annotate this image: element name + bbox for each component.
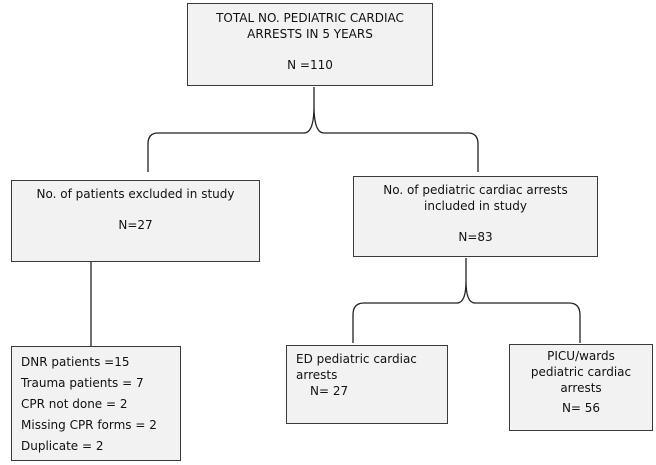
picu-count: N= 56 <box>561 401 601 415</box>
ed-count: N= 27 <box>310 384 349 398</box>
picu-title-line-3: arrests <box>560 381 602 395</box>
included-brace-connector <box>352 258 581 343</box>
exclusion-reason-item: CPR not done = 2 <box>21 397 128 411</box>
included-title-line-2: included in study <box>424 199 527 213</box>
top-brace-connector <box>147 87 479 172</box>
total-title-line-2: ARRESTS IN 5 YEARS <box>247 27 373 41</box>
exclusion-reasons-box: DNR patients =15 Trauma patients = 7 CPR… <box>11 346 181 461</box>
excluded-box: No. of patients excluded in study N=27 <box>11 180 260 262</box>
exclusion-reason-item: DNR patients =15 <box>21 355 130 369</box>
picu-title-line-2: pediatric cardiac <box>530 365 632 379</box>
picu-title-line-1: PICU/wards <box>547 349 615 363</box>
exclusion-reason-item: Missing CPR forms = 2 <box>21 418 157 432</box>
included-box: No. of pediatric cardiac arrests include… <box>353 176 598 257</box>
included-title-line-1: No. of pediatric cardiac arrests <box>383 183 568 197</box>
exclusion-reason-item: Duplicate = 2 <box>21 439 104 453</box>
ed-title-line-2: arrests <box>296 368 338 382</box>
excluded-title: No. of patients excluded in study <box>36 187 235 201</box>
included-count: N=83 <box>458 230 493 244</box>
total-title-line-1: TOTAL NO. PEDIATRIC CARDIAC <box>216 11 404 25</box>
exclusion-reason-item: Trauma patients = 7 <box>21 376 144 390</box>
ed-arrests-box: ED pediatric cardiac arrests N= 27 <box>286 345 448 424</box>
picu-wards-arrests-box: PICU/wards pediatric cardiac arrests N= … <box>509 344 653 431</box>
excluded-count: N=27 <box>118 218 153 232</box>
total-count: N =110 <box>287 58 333 72</box>
ed-title-line-1: ED pediatric cardiac <box>296 352 417 366</box>
total-arrests-box: TOTAL NO. PEDIATRIC CARDIAC ARRESTS IN 5… <box>187 3 433 86</box>
